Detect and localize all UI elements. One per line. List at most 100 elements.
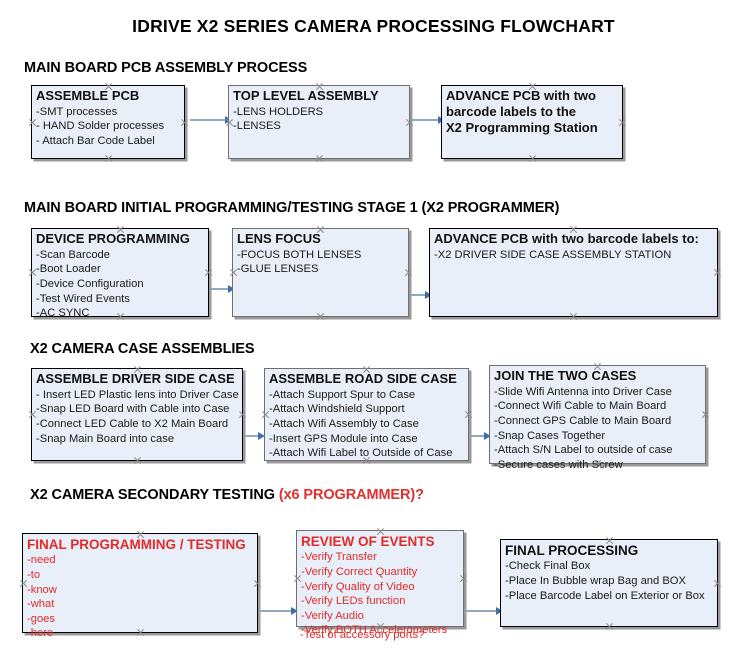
section-header-x2-camera-case-assemblies: X2 CAMERA CASE ASSEMBLIES	[30, 341, 255, 357]
flow-box-line: -Secure cases with Screw	[494, 458, 623, 471]
flow-box-line: -what	[27, 598, 55, 611]
flow-box-content: LENS FOCUS -FOCUS BOTH LENSES -GLUE LENS…	[233, 229, 408, 279]
flow-box-title: JOIN THE TWO CASES	[494, 368, 637, 383]
flow-box-line: -Verify BOTH Accelerometers	[301, 624, 448, 637]
flow-box-line: -Boot Loader	[36, 263, 101, 276]
flow-box-line: -Check Final Box	[505, 560, 591, 573]
connector-arrow	[411, 294, 429, 296]
resize-handle-bottom[interactable]	[528, 154, 537, 163]
flow-box-line: -here	[27, 627, 54, 640]
connector-arrow	[190, 119, 228, 121]
flow-box-assemble-driver-side-case[interactable]: ASSEMBLE DRIVER SIDE CASE - Insert LED P…	[31, 368, 243, 461]
arrowhead-icon	[291, 606, 298, 615]
flow-box-assemble-pcb[interactable]: ASSEMBLE PCB -SMT processes - HAND Solde…	[31, 85, 185, 159]
resize-handle-bottom[interactable]	[104, 154, 113, 163]
resize-handle-bottom[interactable]	[569, 312, 578, 321]
flow-box-content: TOP LEVEL ASSEMBLY -LENS HOLDERS -LENSES	[229, 86, 409, 136]
flow-box-line: -Verify Transfer	[301, 551, 377, 564]
flow-box-line: -GLUE LENSES	[237, 263, 319, 276]
section-header-main-board-initial-programming: MAIN BOARD INITIAL PROGRAMMING/TESTING S…	[24, 200, 560, 216]
flow-box-title: ASSEMBLE PCB	[36, 88, 140, 103]
arrowhead-icon	[228, 284, 235, 293]
connector-arrow	[466, 610, 500, 612]
flow-box-content: DEVICE PROGRAMMING -Scan Barcode -Boot L…	[32, 229, 208, 323]
connector-arrow	[260, 610, 294, 612]
arrowhead-icon	[425, 290, 432, 299]
flow-box-title-line: barcode labels to the	[446, 103, 577, 119]
resize-handle-right[interactable]	[713, 268, 722, 277]
flow-box-line: -Verify Quality of Video	[301, 580, 415, 593]
flow-box-review-of-events[interactable]: REVIEW OF EVENTS -Verify Transfer -Verif…	[296, 530, 464, 636]
flow-box-final-processing[interactable]: FINAL PROCESSING -Check Final Box -Place…	[500, 539, 718, 627]
flow-box-line: -AC SYNC	[36, 307, 90, 320]
flow-box-line: -Verify LEDs function	[301, 595, 406, 608]
flow-box-device-programming[interactable]: DEVICE PROGRAMMING -Scan Barcode -Boot L…	[31, 228, 209, 319]
flow-box-content: ASSEMBLE DRIVER SIDE CASE - Insert LED P…	[32, 369, 242, 448]
flow-box-content: ASSEMBLE PCB -SMT processes - HAND Solde…	[32, 86, 184, 151]
resize-handle-bottom[interactable]	[316, 312, 325, 321]
flow-box-line: -Slide Wifi Antenna into Driver Case	[494, 385, 672, 398]
flow-box-line: -know	[27, 583, 57, 596]
flow-box-line: -Verify Correct Quantity	[301, 565, 418, 578]
flow-box-overflow-line: -Test of accessory ports?	[300, 629, 425, 641]
connector-arrow	[412, 119, 441, 121]
flow-box-top-level-assembly[interactable]: TOP LEVEL ASSEMBLY -LENS HOLDERS -LENSES	[228, 85, 410, 159]
flow-box-final-programming-testing[interactable]: FINAL PROGRAMMING / TESTING -need -to -k…	[22, 533, 258, 639]
flow-box-line: -Connect GPS Cable to Main Board	[494, 414, 672, 427]
flow-box-title: DEVICE PROGRAMMING	[36, 231, 190, 246]
flow-box-line: -Place Barcode Label on Exterior or Box	[505, 589, 705, 602]
flow-box-title-line: X2 Programming Station	[446, 119, 598, 135]
connector-arrow	[211, 288, 231, 290]
connector-arrow	[471, 435, 488, 437]
flow-box-line: -Connect LED Cable to X2 Main Board	[36, 417, 229, 430]
section-header-text: X2 CAMERA CASE ASSEMBLIES	[30, 341, 255, 357]
flow-box-line: -Device Configuration	[36, 277, 144, 290]
connector-arrow	[245, 435, 262, 437]
resize-handle-bottom[interactable]	[605, 622, 614, 631]
resize-handle-bottom[interactable]	[315, 154, 324, 163]
section-header-text: MAIN BOARD PCB ASSEMBLY PROCESS	[24, 60, 308, 76]
section-header-x2-camera-secondary-testing: X2 CAMERA SECONDARY TESTING (x6 PROGRAMM…	[30, 487, 424, 503]
flow-box-line: -Test Wired Events	[36, 292, 130, 305]
page-title: IDRIVE X2 SERIES CAMERA PROCESSING FLOWC…	[132, 16, 615, 36]
flow-box-line: -Attach Windshield Support	[269, 403, 405, 416]
flow-box-line: -Attach Wifi Label to Outside of Case	[269, 447, 453, 460]
flow-box-line: -Connect Wifi Cable to Main Board	[494, 400, 667, 413]
flow-box-join-the-two-cases[interactable]: JOIN THE TWO CASES -Slide Wifi Antenna i…	[489, 365, 706, 471]
flow-box-line: -SMT processes	[36, 105, 118, 118]
flow-box-line: -LENS HOLDERS	[233, 105, 324, 118]
flow-box-content: REVIEW OF EVENTS -Verify Transfer -Verif…	[297, 531, 463, 640]
flow-box-content: JOIN THE TWO CASES -Slide Wifi Antenna i…	[490, 366, 705, 474]
flow-box-line: - Insert LED Plastic lens into Driver Ca…	[36, 388, 239, 401]
flow-box-line: -goes	[27, 612, 55, 625]
resize-handle-bottom[interactable]	[133, 456, 142, 465]
flow-box-advance-pcb-x2-programming-station[interactable]: ADVANCE PCB with two barcode labels to t…	[441, 85, 623, 159]
flow-box-title: TOP LEVEL ASSEMBLY	[233, 88, 379, 103]
section-header-text: X2 CAMERA SECONDARY TESTING	[30, 487, 279, 503]
flow-box-line: -Snap LED Board with Cable into Case	[36, 403, 230, 416]
flow-box-title-line: ADVANCE PCB with two	[446, 88, 596, 103]
flow-box-title: FINAL PROGRAMMING / TESTING	[27, 537, 246, 552]
flow-box-title: ADVANCE PCB with two barcode labels to:	[434, 231, 699, 246]
section-header-main-board-pcb-assembly: MAIN BOARD PCB ASSEMBLY PROCESS	[24, 60, 307, 76]
section-header-accent: (x6 PROGRAMMER)?	[278, 487, 424, 503]
flow-box-advance-pcb-driver-side-case[interactable]: ADVANCE PCB with two barcode labels to: …	[429, 228, 718, 317]
flow-box-lens-focus[interactable]: LENS FOCUS -FOCUS BOTH LENSES -GLUE LENS…	[232, 228, 409, 317]
flow-box-title: ASSEMBLE ROAD SIDE CASE	[269, 371, 457, 386]
section-header-text: MAIN BOARD INITIAL PROGRAMMING/TESTING S…	[24, 200, 560, 216]
flow-box-line: -Scan Barcode	[36, 248, 111, 261]
flow-box-line: -need	[27, 554, 56, 567]
flow-box-line: - Attach Bar Code Label	[36, 134, 155, 147]
flow-box-content: ASSEMBLE ROAD SIDE CASE -Attach Support …	[265, 369, 468, 463]
flow-box-assemble-road-side-case[interactable]: ASSEMBLE ROAD SIDE CASE -Attach Support …	[264, 368, 469, 461]
flow-box-content: ADVANCE PCB with two barcode labels to: …	[430, 229, 717, 264]
flow-box-title: LENS FOCUS	[237, 231, 321, 246]
flow-box-line: -Attach S/N Label to outside of case	[494, 444, 673, 457]
arrowhead-icon	[496, 606, 503, 615]
flow-box-line: -Place In Bubble wrap Bag and BOX	[505, 574, 686, 587]
flow-box-line: -to	[27, 568, 41, 581]
flow-box-line: -Insert GPS Module into Case	[269, 432, 418, 445]
arrowhead-icon	[484, 431, 491, 440]
flow-box-title: FINAL PROCESSING	[505, 543, 639, 558]
